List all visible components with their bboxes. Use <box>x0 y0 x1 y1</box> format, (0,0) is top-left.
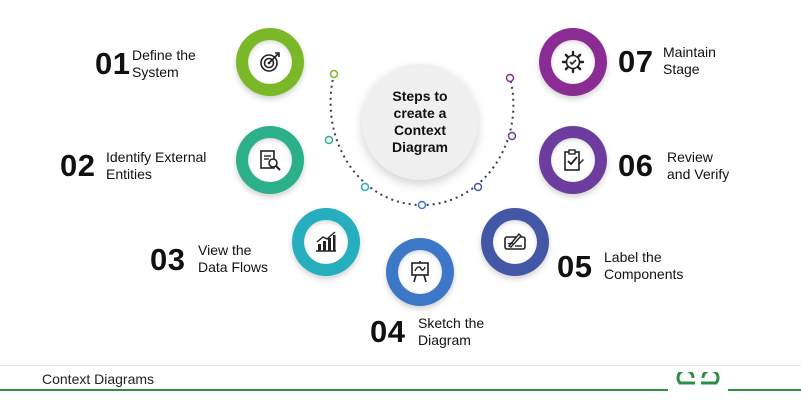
step-01-ring <box>236 28 304 96</box>
step-01-number: 01 <box>95 46 131 81</box>
step-07-label: Maintain Stage <box>663 44 716 77</box>
step-06-label: Review and Verify <box>667 149 730 182</box>
step-06-ring <box>539 126 607 194</box>
step-04-number: 04 <box>370 314 406 349</box>
center-title: Steps to create a Context Diagram <box>391 88 449 155</box>
bar-chart-icon <box>316 231 336 252</box>
label-pen-icon <box>504 232 526 250</box>
step-06-number: 06 <box>618 148 654 183</box>
step-04-ring <box>386 238 454 306</box>
step-02-number: 02 <box>60 148 96 183</box>
document-search-icon <box>260 150 281 171</box>
gear-icon <box>561 50 585 74</box>
step-04-label: Sketch the Diagram <box>418 315 485 348</box>
center-title-circle: Steps to create a Context Diagram <box>362 64 478 180</box>
footer-title: Context Diagrams <box>42 371 155 387</box>
step-05-ring <box>481 208 549 276</box>
gfg-logo-icon <box>676 372 720 385</box>
step-05-label: Label the Components <box>604 249 684 282</box>
step-02-label: Identify External Entities <box>106 149 207 182</box>
footer-accent-line <box>0 389 801 391</box>
sketch-board-icon <box>411 261 429 283</box>
footer-bar: Context Diagrams <box>0 365 801 402</box>
step-03-ring <box>292 208 360 276</box>
step-07-number: 07 <box>618 44 654 79</box>
step-03-label: View the Data Flows <box>198 242 269 275</box>
step-07-ring <box>539 28 607 96</box>
step-05-number: 05 <box>557 249 593 284</box>
target-icon <box>260 52 280 72</box>
clipboard-check-icon <box>564 149 584 171</box>
step-03-number: 03 <box>150 242 186 277</box>
gfg-logo <box>668 366 728 400</box>
step-02-ring <box>236 126 304 194</box>
step-01-label: Define the System <box>132 47 196 80</box>
